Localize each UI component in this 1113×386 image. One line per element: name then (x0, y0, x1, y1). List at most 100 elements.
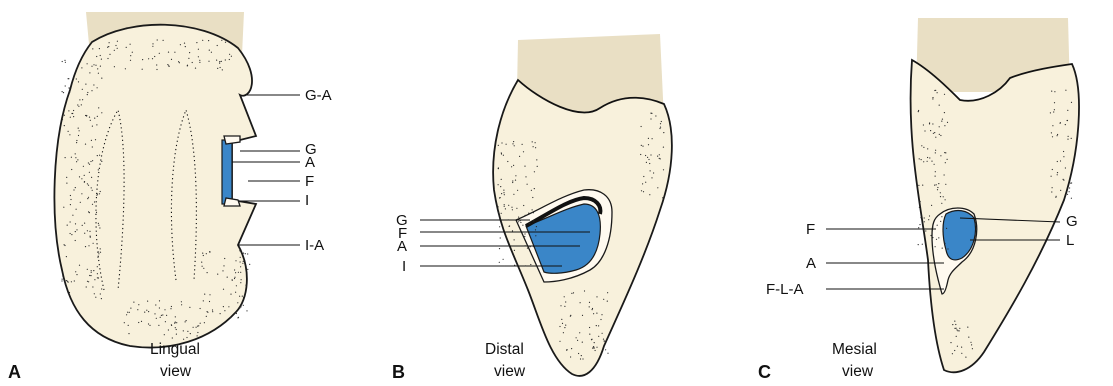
stipple-dot (648, 138, 649, 139)
stipple-dot (80, 202, 81, 203)
stipple-dot (149, 325, 150, 326)
stipple-dot (88, 245, 89, 246)
stipple-dot (940, 192, 941, 193)
stipple-dot (88, 162, 89, 163)
stipple-dot (127, 312, 128, 313)
stipple-dot (508, 219, 509, 220)
stipple-dot (924, 130, 925, 131)
stipple-dot (947, 122, 948, 123)
stipple-dot (918, 185, 919, 186)
stipple-dot (533, 246, 534, 247)
stipple-dot (509, 225, 510, 226)
stipple-dot (62, 61, 63, 62)
stipple-dot (645, 155, 646, 156)
stipple-dot (86, 115, 87, 116)
stipple-dot (582, 358, 583, 359)
stipple-dot (652, 138, 653, 139)
stipple-dot (100, 293, 101, 294)
stipple-dot (582, 342, 583, 343)
stipple-dot (946, 228, 947, 229)
stipple-dot (559, 341, 560, 342)
stipple-dot (187, 331, 188, 332)
stipple-dot (157, 39, 158, 40)
stipple-dot (91, 90, 92, 91)
stipple-dot (503, 155, 504, 156)
stipple-dot (570, 315, 571, 316)
stipple-dot (95, 65, 96, 66)
stipple-dot (603, 299, 604, 300)
stipple-dot (940, 221, 941, 222)
stipple-dot (579, 332, 580, 333)
stipple-dot (659, 154, 660, 155)
stipple-dot (66, 183, 67, 184)
stipple-dot (941, 121, 942, 122)
stipple-dot (937, 92, 938, 93)
panel-b-letter: B (392, 362, 405, 382)
stipple-dot (203, 300, 204, 301)
stipple-dot (87, 198, 88, 199)
stipple-dot (936, 239, 937, 240)
stipple-dot (181, 304, 182, 305)
stipple-dot (235, 272, 236, 273)
stipple-dot (155, 304, 156, 305)
stipple-dot (89, 231, 90, 232)
stipple-dot (126, 314, 127, 315)
stipple-dot (87, 92, 88, 93)
stipple-dot (957, 346, 958, 347)
stipple-dot (167, 64, 168, 65)
stipple-dot (225, 59, 226, 60)
stipple-dot (86, 286, 87, 287)
panel-c-caption-line2: view (842, 363, 874, 380)
stipple-dot (224, 258, 225, 259)
stipple-dot (1063, 156, 1064, 157)
stipple-dot (1050, 112, 1051, 113)
stipple-dot (88, 211, 89, 212)
stipple-dot (570, 356, 571, 357)
stipple-dot (87, 281, 88, 282)
stipple-dot (148, 323, 149, 324)
stipple-dot (929, 157, 930, 158)
stipple-dot (935, 150, 936, 151)
stipple-dot (499, 262, 500, 263)
stipple-dot (66, 256, 67, 257)
stipple-dot (98, 223, 99, 224)
stipple-dot (156, 318, 157, 319)
stipple-dot (506, 144, 507, 145)
stipple-dot (522, 144, 523, 145)
stipple-dot (62, 91, 63, 92)
stipple-dot (651, 113, 652, 114)
stipple-dot (220, 67, 221, 68)
stipple-dot (70, 117, 71, 118)
stipple-dot (503, 192, 504, 193)
stipple-dot (933, 133, 934, 134)
stipple-dot (935, 171, 936, 172)
stipple-dot (70, 204, 71, 205)
stipple-dot (952, 353, 953, 354)
stipple-dot (961, 347, 962, 348)
stipple-dot (98, 225, 99, 226)
stipple-dot (559, 326, 560, 327)
stipple-dot (1051, 176, 1052, 177)
stipple-dot (159, 53, 160, 54)
stipple-dot (64, 115, 65, 116)
stipple-dot (522, 225, 523, 226)
stipple-dot (83, 166, 84, 167)
stipple-dot (523, 205, 524, 206)
stipple-dot (200, 323, 201, 324)
stipple-dot (956, 329, 957, 330)
stipple-dot (67, 225, 68, 226)
stipple-dot (956, 328, 957, 329)
stipple-dot (659, 128, 660, 129)
stipple-dot (501, 152, 502, 153)
stipple-dot (125, 68, 126, 69)
stipple-dot (237, 317, 238, 318)
stipple-dot (228, 306, 229, 307)
stipple-dot (243, 297, 244, 298)
stipple-dot (967, 327, 968, 328)
stipple-dot (663, 147, 664, 148)
stipple-dot (69, 134, 70, 135)
stipple-dot (94, 118, 95, 119)
stipple-dot (185, 321, 186, 322)
stipple-dot (209, 251, 210, 252)
stipple-dot (508, 205, 509, 206)
